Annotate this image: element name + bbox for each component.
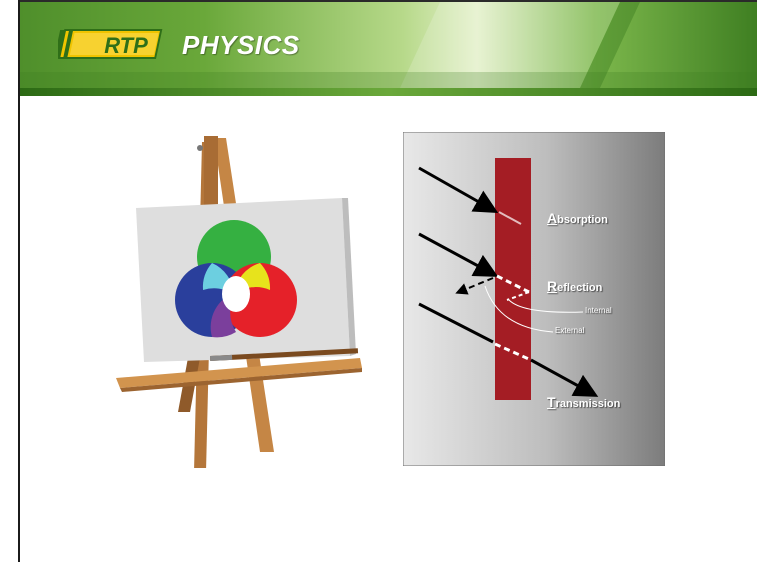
external-label: External [555,326,585,335]
white-center [222,276,250,312]
header-sweep-decoration [20,2,757,88]
slide-border-left [18,0,20,562]
transmission-label: Transmission [547,394,621,410]
reflection-arrow [418,232,499,277]
page-title: PHYSICS [182,30,300,60]
internal-label: Internal [585,306,612,315]
rgb-circles [175,220,297,338]
logo-text: RTP [104,33,148,58]
reflection-external-arrow [455,277,494,295]
rtp-logo: RTP [58,29,163,59]
header-banner: RTP PHYSICS [20,2,757,88]
reflection-label: Reflection [547,278,603,294]
header-underline [20,88,757,96]
absorption-arrow [418,166,499,213]
slide-border-top [18,0,757,2]
paintbrush [210,348,359,361]
reflection-internal-arrow [506,291,530,301]
easel-knob-icon [197,145,203,151]
transmission-arrow-out [530,358,599,397]
easel-mast [204,136,218,210]
absorption-label: Absorption [547,210,608,226]
diagram-graphic [403,132,665,466]
easel-shelf [116,358,362,388]
easel-illustration [116,136,362,468]
transmission-arrow-in [418,302,494,344]
light-interaction-diagram: Absorption Reflection Internal External … [403,132,665,466]
